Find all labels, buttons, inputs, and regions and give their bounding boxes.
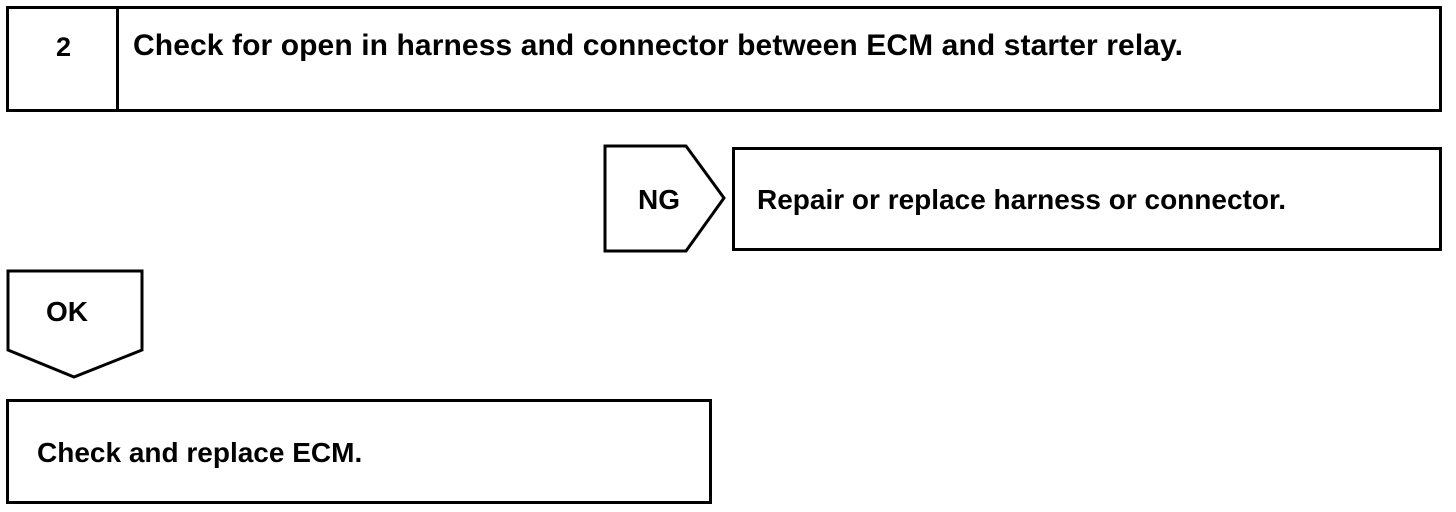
step-divider	[116, 6, 119, 112]
ng-label: NG	[638, 184, 680, 215]
ng-result-box	[732, 147, 1442, 251]
ok-result-box	[6, 399, 712, 504]
ok-result-text: Check and replace ECM.	[37, 437, 363, 468]
ng-result-text: Repair or replace harness or connector.	[757, 184, 1287, 215]
ok-label: OK	[46, 296, 88, 327]
step-number: 2	[56, 32, 72, 62]
step-instruction: Check for open in harness and connector …	[133, 29, 1184, 62]
step-box	[6, 6, 1442, 112]
